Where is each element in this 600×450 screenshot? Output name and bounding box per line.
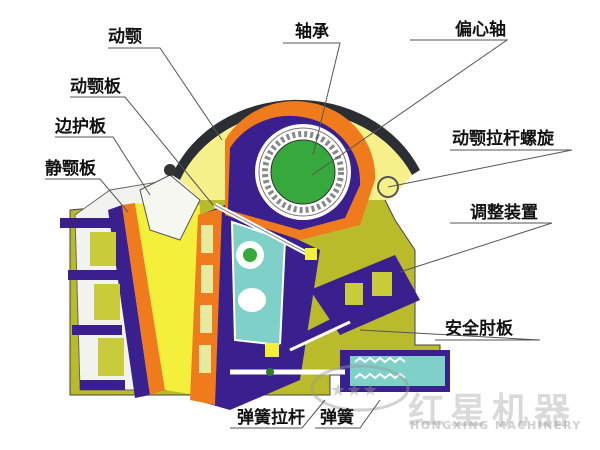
watermark-chinese: 红星机器 (408, 391, 577, 432)
pivot-bolt-icon (164, 164, 176, 176)
label-moving-jaw-tie-rod-screw: 动颚拉杆螺旋 (452, 129, 554, 149)
side-guard-plate-shape (139, 174, 201, 241)
watermark-emblem: ★★★ (310, 364, 410, 412)
label-moving-jaw: 动颚 (108, 27, 142, 47)
label-spring: 弹簧 (320, 408, 354, 428)
tie-rod-ring-icon (377, 176, 399, 198)
spring-housing (230, 350, 450, 392)
label-spring-tie-rod: 弹簧拉杆 (237, 408, 305, 428)
label-bearing: 轴承 (295, 22, 329, 42)
label-eccentric-shaft: 偏心轴 (455, 20, 506, 40)
eccentric-assembly (213, 101, 399, 260)
label-fixed-jaw-plate: 静颚板 (45, 159, 96, 179)
label-moving-jaw-plate: 动颚板 (70, 77, 121, 97)
label-toggle-plate: 安全肘板 (445, 319, 513, 339)
svg-text:★★★: ★★★ (330, 380, 378, 401)
leader-lines (45, 39, 573, 429)
watermark-english: HONGXING MACHINERY (410, 419, 582, 432)
crushing-chamber (135, 203, 200, 395)
label-adjusting-device: 调整装置 (470, 203, 538, 223)
fixed-jaw (60, 203, 165, 398)
eccentric-shaft-shape (270, 139, 336, 205)
label-side-guard-plate: 边护板 (55, 117, 106, 137)
toggle-assembly (265, 255, 420, 360)
